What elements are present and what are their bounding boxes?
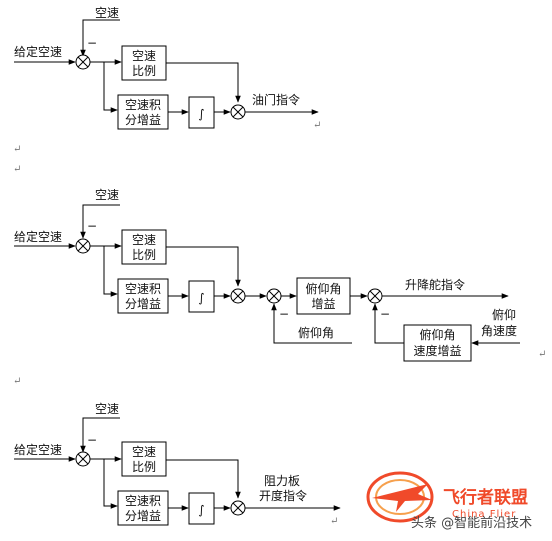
summing-junction <box>230 104 246 120</box>
minus-sign: − <box>279 307 289 321</box>
airspeed-throttle-diagram: 空速 − 给定空速 空速 比例 空速积 分增益 ∫ 油门指令 ↵ <box>14 6 321 131</box>
airspeed-feedback-label: 空速 <box>95 402 119 416</box>
watermark-caption: 头条 @智能前沿技术 <box>411 515 532 531</box>
throttle-command-label: 油门指令 <box>252 92 300 107</box>
prop-block-line1: 空速 <box>132 233 156 247</box>
pitch-rate-gain-block <box>403 324 472 362</box>
input-label: 给定空速 <box>14 442 62 457</box>
airspeed-feedback-label: 空速 <box>95 188 119 202</box>
feedback-line <box>80 417 120 453</box>
airspeed-speedbrake-diagram: 空速 − 给定空速 空速 比例 空速积 分增益 ∫ 阻力板 开度指令 ↵ <box>14 402 341 527</box>
summing-junction <box>266 288 282 304</box>
prop-out-line <box>166 62 241 103</box>
airspeed-feedback-label: 空速 <box>95 6 119 20</box>
minus-sign: − <box>380 307 390 321</box>
feedback-line <box>80 204 120 239</box>
minus-sign: − <box>87 219 97 233</box>
to-int-line <box>103 62 118 113</box>
watermark-brand: 飞行者联盟 <box>443 487 528 508</box>
speedbrake-label-line1: 阻力板 <box>264 474 300 488</box>
prop-out-line <box>166 459 241 499</box>
airspeed-proportional-block <box>121 441 167 477</box>
prop-block-line2: 比例 <box>132 64 156 78</box>
integrator-block <box>188 280 215 313</box>
rate-block-line1: 俯仰角 <box>419 327 455 342</box>
integrator-block <box>188 96 215 129</box>
pitch-block-line2: 增益 <box>311 297 335 311</box>
paragraph-mark: ↵ <box>13 164 21 175</box>
int-block-line2: 分增益 <box>125 297 161 311</box>
watermark-sub: China Flier <box>452 509 516 520</box>
prop-block-line1: 空速 <box>132 445 156 459</box>
airspeed-integral-gain-block <box>117 94 169 130</box>
rate-feedback-line <box>372 303 404 344</box>
int-block-line1: 空速积 <box>125 282 161 296</box>
pitch-angle-label: 俯仰角 <box>298 325 334 340</box>
prop-out-line <box>166 246 241 287</box>
integrator-symbol: ∫ <box>198 503 204 517</box>
summing-junction <box>230 288 246 304</box>
airspeed-proportional-block <box>121 45 167 81</box>
int-block-line1: 空速积 <box>125 98 161 112</box>
paragraph-mark: ↵ <box>13 144 21 155</box>
pitch-block-line1: 俯仰角 <box>305 281 341 296</box>
airspeed-elevator-diagram: 空速 − 给定空速 空速 比例 空速积 分增益 ∫ − <box>14 188 546 362</box>
to-int-line <box>103 459 118 509</box>
prop-block-line2: 比例 <box>132 460 156 474</box>
pitch-gain-block <box>296 277 351 315</box>
summing-junction <box>367 288 383 304</box>
airspeed-integral-gain-block <box>117 490 169 526</box>
integrator-block <box>188 492 215 525</box>
integrator-symbol: ∫ <box>198 107 204 121</box>
int-block-line2: 分增益 <box>125 509 161 523</box>
paragraph-mark: ↵ <box>538 349 546 360</box>
paragraph-mark: ↵ <box>330 516 338 527</box>
prop-block-line2: 比例 <box>132 248 156 262</box>
rate-input-label-line1: 俯仰 <box>492 307 516 322</box>
speedbrake-label-line2: 开度指令 <box>259 488 307 503</box>
summing-junction <box>230 500 246 516</box>
int-block-line2: 分增益 <box>125 113 161 127</box>
rate-input-label-line2: 角速度 <box>481 323 517 338</box>
input-label: 给定空速 <box>14 229 62 244</box>
summing-junction <box>75 54 91 70</box>
paragraph-mark: ↵ <box>13 376 21 387</box>
feedback-line <box>80 19 120 57</box>
prop-block-line1: 空速 <box>132 49 156 63</box>
watermark: 飞行者联盟 China Flier 头条 @智能前沿技术 <box>366 471 532 531</box>
to-int-line <box>103 246 118 297</box>
minus-sign: − <box>87 36 97 50</box>
minus-sign: − <box>87 433 97 447</box>
pitch-feedback-line <box>271 303 352 344</box>
int-block-line1: 空速积 <box>125 494 161 508</box>
airspeed-proportional-block <box>121 229 167 265</box>
summing-junction <box>75 238 91 254</box>
china-flier-logo-icon <box>366 471 434 523</box>
rate-block-line2: 速度增益 <box>413 343 461 358</box>
elevator-command-label: 升降舵指令 <box>405 277 465 292</box>
input-label: 给定空速 <box>14 44 62 59</box>
summing-junction <box>75 451 91 467</box>
integrator-symbol: ∫ <box>198 291 204 305</box>
paragraph-mark: ↵ <box>313 120 321 131</box>
